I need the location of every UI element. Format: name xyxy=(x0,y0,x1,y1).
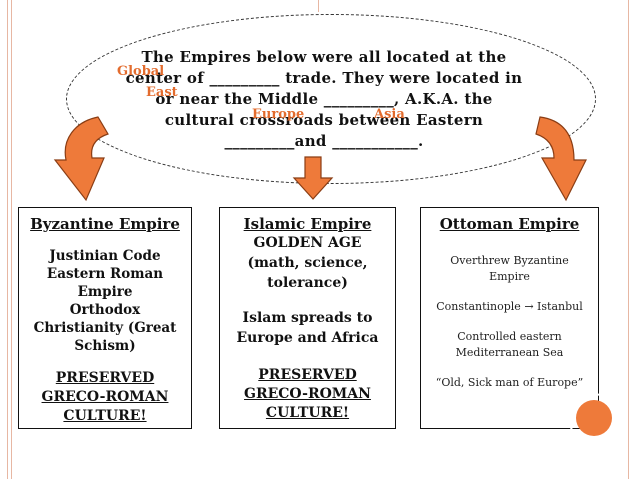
box-title: Byzantine Empire xyxy=(30,215,180,233)
right-curved-arrow xyxy=(535,116,587,202)
answer-asia: Asia xyxy=(374,107,405,122)
spread-note: Islam spreads to Europe and Africa xyxy=(220,308,395,348)
list-item: Orthodox xyxy=(69,302,141,318)
question-line: or near the Middle _________, A.K.A. the xyxy=(155,90,493,108)
preserved-note: PRESERVED GRECO-ROMAN CULTURE! xyxy=(19,369,191,426)
box-body: GOLDEN AGE (math, science, tolerance) xyxy=(220,233,395,293)
preserved-line: GRECO-ROMAN xyxy=(244,386,371,402)
preserved-line: CULTURE! xyxy=(63,408,147,424)
preserved-line: CULTURE! xyxy=(265,405,350,421)
preserved-line: PRESERVED xyxy=(258,367,357,383)
box-body: Justinian Code Eastern Roman Empire Orth… xyxy=(19,247,191,355)
frame-line xyxy=(7,0,8,479)
decorative-ring xyxy=(568,393,618,443)
question-text: The Empires below were all located at th… xyxy=(86,47,562,152)
frame-line xyxy=(628,0,629,479)
list-item: Istanbul xyxy=(537,300,583,313)
center-down-arrow xyxy=(292,156,334,200)
question-line: The Empires below were all located at th… xyxy=(141,48,507,66)
list-item: Islam spreads to xyxy=(242,310,373,326)
list-item: Christianity (Great xyxy=(33,320,177,336)
byzantine-empire-box: Byzantine Empire Justinian Code Eastern … xyxy=(18,207,192,429)
answer-global: Global xyxy=(117,64,165,79)
answer-europe: Europe xyxy=(252,107,305,122)
list-item: Eastern Roman xyxy=(46,266,164,282)
question-line: center of _________ trade. They were loc… xyxy=(125,69,523,87)
list-item: “Old, Sick man of Europe” xyxy=(435,376,584,389)
list-item: Europe and Africa xyxy=(236,330,379,346)
left-curved-arrow xyxy=(53,116,109,202)
preserved-line: GRECO-ROMAN xyxy=(41,389,169,405)
list-item: Schism) xyxy=(74,338,136,354)
box-title: Ottoman Empire xyxy=(439,215,580,233)
question-line: _________and ___________. xyxy=(224,132,424,150)
ottoman-point: Controlled eastern Mediterranean Sea xyxy=(421,329,598,361)
list-item: Mediterranean Sea xyxy=(455,346,564,359)
ottoman-point: Constantinople → Istanbul xyxy=(421,299,598,315)
islamic-empire-box: Islamic Empire GOLDEN AGE (math, science… xyxy=(219,207,396,429)
ottoman-point: “Old, Sick man of Europe” xyxy=(421,375,598,391)
list-item: Controlled eastern xyxy=(457,330,562,343)
preserved-line: PRESERVED xyxy=(55,370,155,386)
list-item: Empire xyxy=(77,284,133,300)
answer-east: East xyxy=(146,85,178,100)
list-item: GOLDEN AGE xyxy=(253,235,362,251)
list-item: tolerance) xyxy=(267,275,348,291)
ottoman-point: Overthrew Byzantine Empire xyxy=(421,253,598,285)
arrow-right-icon: → xyxy=(524,300,534,313)
ottoman-empire-box: Ottoman Empire Overthrew Byzantine Empir… xyxy=(420,207,599,429)
frame-tick xyxy=(318,0,319,12)
preserved-note: PRESERVED GRECO-ROMAN CULTURE! xyxy=(220,366,395,423)
list-item: Empire xyxy=(489,270,530,283)
list-item: Constantinople xyxy=(436,300,521,313)
list-item: Overthrew Byzantine xyxy=(450,254,569,267)
list-item: Justinian Code xyxy=(49,248,161,264)
box-title: Islamic Empire xyxy=(243,215,372,233)
question-ellipse xyxy=(66,14,596,184)
list-item: (math, science, xyxy=(247,255,368,271)
question-line: cultural crossroads between Eastern xyxy=(164,111,484,129)
frame-line xyxy=(11,0,12,479)
